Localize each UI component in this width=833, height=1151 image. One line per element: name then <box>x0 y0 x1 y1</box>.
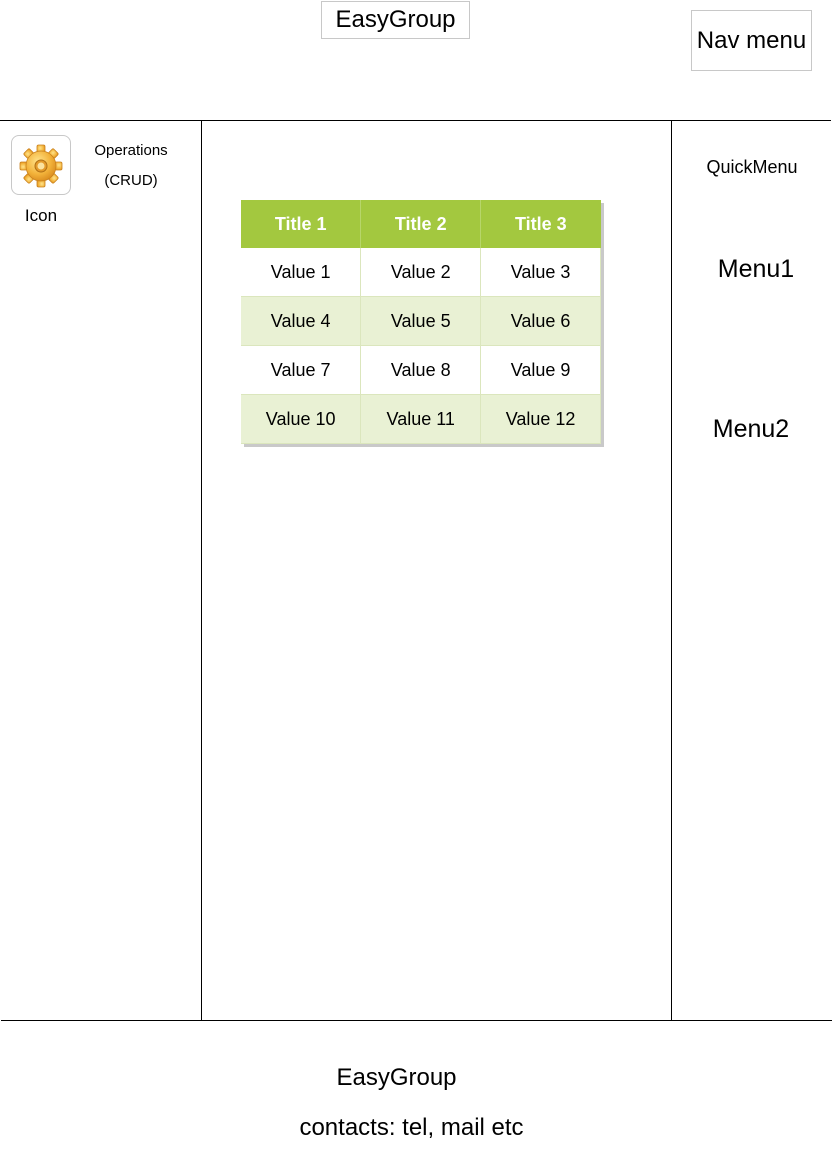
table-cell: Value 12 <box>480 394 601 444</box>
table-row[interactable]: Value 1 Value 2 Value 3 <box>241 248 601 297</box>
footer-title: EasyGroup <box>336 1064 457 1091</box>
table-row[interactable]: Value 7 Value 8 Value 9 <box>241 345 601 395</box>
table-header-row: Title 1 Title 2 Title 3 <box>241 200 601 248</box>
table-cell: Value 4 <box>241 296 362 346</box>
column-header[interactable]: Title 3 <box>480 200 601 248</box>
footer-contacts: contacts: tel, mail etc <box>299 1114 524 1141</box>
right-panel-divider <box>671 120 672 1021</box>
table-cell: Value 10 <box>241 394 362 444</box>
icon-label: Icon <box>24 206 58 225</box>
quick-menu-heading: QuickMenu <box>706 157 798 177</box>
table-cell: Value 2 <box>360 248 482 297</box>
footer-divider <box>1 1020 832 1021</box>
table-row[interactable]: Value 4 Value 5 Value 6 <box>241 296 601 346</box>
menu1-link[interactable]: Menu1 <box>717 255 795 283</box>
table-cell: Value 1 <box>241 248 362 297</box>
operations-label-line2: (CRUD) <box>104 172 158 189</box>
table-cell: Value 9 <box>480 345 601 395</box>
operations-label: Operations (CRUD) <box>76 136 186 196</box>
header-divider <box>0 120 831 121</box>
nav-menu-button[interactable]: Nav menu <box>691 10 812 71</box>
table-cell: Value 3 <box>480 248 601 297</box>
operations-icon-button[interactable] <box>11 135 71 195</box>
nav-menu-label: Nav menu <box>696 26 807 54</box>
menu2-link[interactable]: Menu2 <box>712 415 790 443</box>
data-table: Title 1 Title 2 Title 3 Value 1 Value 2 … <box>241 200 601 444</box>
logo-text: EasyGroup <box>335 6 456 33</box>
operations-label-line1: Operations <box>94 142 168 159</box>
table-cell: Value 5 <box>360 296 482 346</box>
table-cell: Value 11 <box>360 394 482 444</box>
table-cell: Value 8 <box>360 345 482 395</box>
table-cell: Value 7 <box>241 345 362 395</box>
column-header[interactable]: Title 1 <box>241 200 362 248</box>
header-logo: EasyGroup <box>321 1 470 39</box>
sidebar-divider <box>201 120 202 1021</box>
gear-icon <box>19 144 63 188</box>
column-header[interactable]: Title 2 <box>360 200 482 248</box>
table-row[interactable]: Value 10 Value 11 Value 12 <box>241 394 601 444</box>
table-cell: Value 6 <box>480 296 601 346</box>
